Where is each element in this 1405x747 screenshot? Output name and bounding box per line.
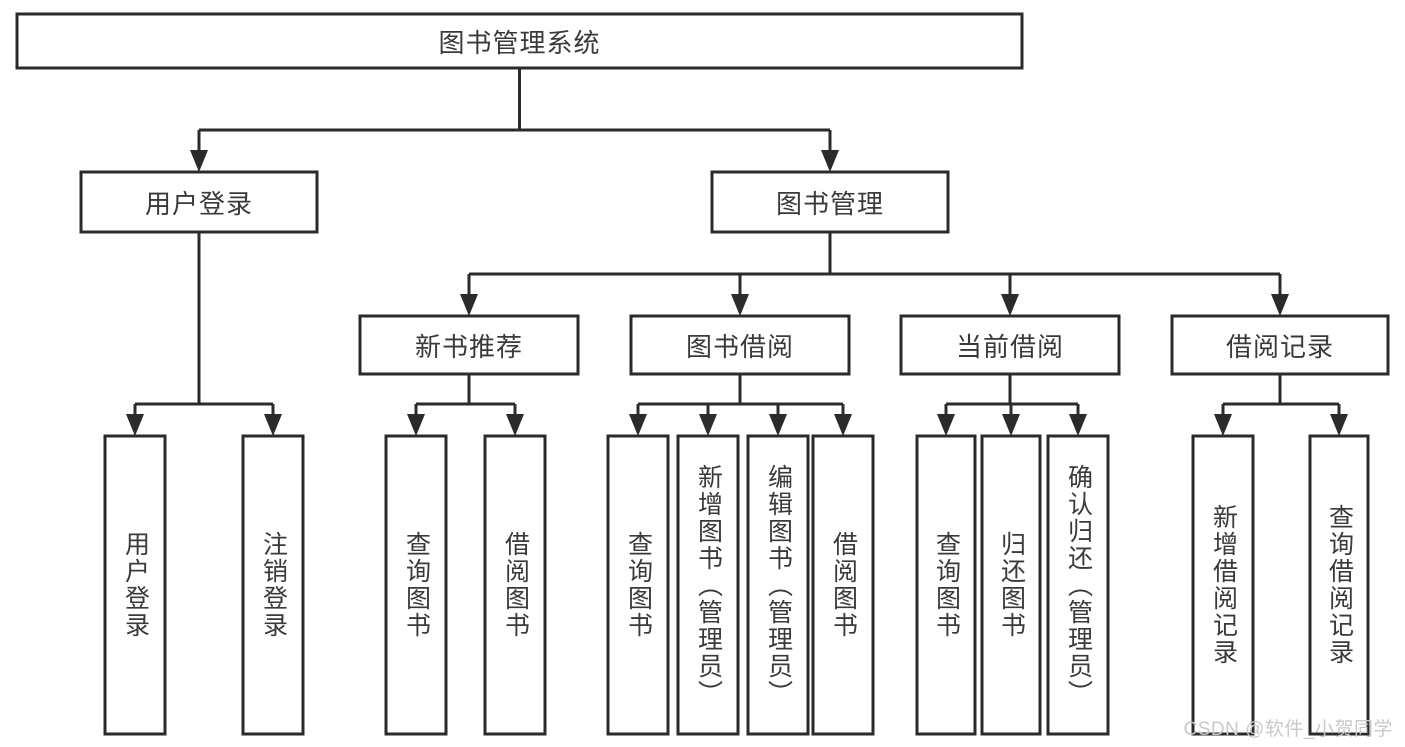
leaf-5-box[interactable] (676, 434, 740, 736)
leaf-0-box[interactable] (103, 434, 167, 736)
leaf-11-box[interactable] (1191, 434, 1255, 736)
arrow-head-icon (821, 150, 839, 172)
csdn-watermark: CSDN @软件_小贺同学 (1183, 719, 1393, 740)
connectors-layer (126, 68, 1348, 436)
arrow-head-icon (126, 414, 144, 436)
level3-2-box[interactable] (899, 314, 1121, 376)
arrow-head-icon (769, 414, 787, 436)
arrow-head-icon (1330, 414, 1348, 436)
leaf-6-box[interactable] (746, 434, 810, 736)
arrow-head-icon (1271, 294, 1289, 316)
arrow-head-icon (1001, 294, 1019, 316)
arrow-head-icon (699, 414, 717, 436)
root-box[interactable] (15, 12, 1024, 70)
arrow-head-icon (1214, 414, 1232, 436)
arrow-head-icon (506, 414, 524, 436)
level3-0-box[interactable] (358, 314, 580, 376)
leaf-8-box[interactable] (915, 434, 977, 736)
leaf-3-box[interactable] (483, 434, 547, 736)
arrow-head-icon (1069, 414, 1087, 436)
level2-0-box[interactable] (79, 170, 319, 234)
leaf-1-box[interactable] (241, 434, 305, 736)
level2-1-box[interactable] (710, 170, 950, 234)
leaf-2-box[interactable] (384, 434, 448, 736)
arrow-head-icon (731, 294, 749, 316)
arrow-head-icon (629, 414, 647, 436)
leaf-4-box[interactable] (606, 434, 670, 736)
leaf-10-box[interactable] (1046, 434, 1110, 736)
boxes-layer (15, 12, 1390, 736)
arrow-head-icon (264, 414, 282, 436)
arrow-head-icon (937, 414, 955, 436)
arrow-head-icon (1002, 414, 1020, 436)
level3-3-box[interactable] (1170, 314, 1390, 376)
level3-1-box[interactable] (629, 314, 851, 376)
arrow-head-icon (407, 414, 425, 436)
leaf-9-box[interactable] (980, 434, 1042, 736)
arrow-head-icon (460, 294, 478, 316)
leaf-7-box[interactable] (811, 434, 875, 736)
leaf-12-box[interactable] (1308, 434, 1370, 736)
arrow-head-icon (834, 414, 852, 436)
arrow-head-icon (190, 150, 208, 172)
